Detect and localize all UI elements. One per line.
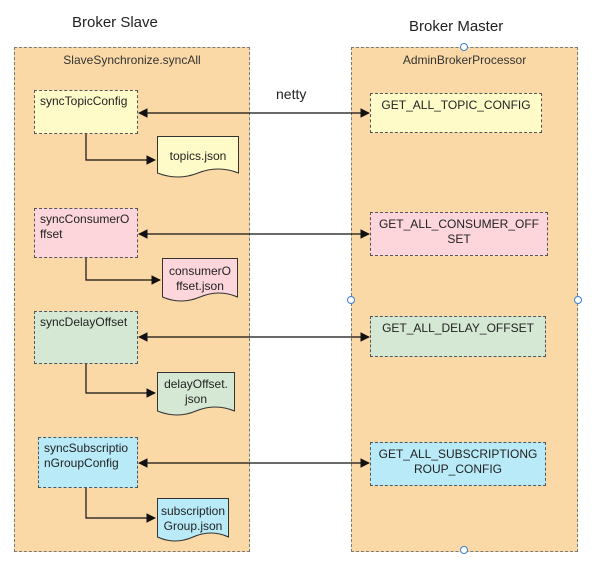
subscription-group-json-file[interactable]: subscriptionGroup.json xyxy=(157,498,229,544)
file-connector-delay xyxy=(85,364,156,398)
consumer-offset-json-label: consumerOffset.json xyxy=(168,264,232,293)
slave-panel-title: SlaveSynchronize.syncAll xyxy=(63,53,201,67)
sync-subscription-group-config-box[interactable]: syncSubscriptionGroupConfig xyxy=(38,437,138,488)
topics-json-label: topics.json xyxy=(169,149,227,163)
get-all-subscription-group-config-box[interactable]: GET_ALL_SUBSCRIPTIONGROUP_CONFIG xyxy=(370,442,546,486)
get-all-delay-offset-box[interactable]: GET_ALL_DELAY_OFFSET xyxy=(370,316,546,357)
selection-handle-top[interactable] xyxy=(460,43,468,51)
sync-delay-offset-box[interactable]: syncDelayOffset xyxy=(34,311,138,364)
broker-master-heading: Broker Master xyxy=(409,18,504,35)
master-panel-title: AdminBrokerProcessor xyxy=(402,53,527,67)
subscription-group-json-label: subscriptionGroup.json xyxy=(160,504,226,533)
consumer-offset-json-file[interactable]: consumerOffset.json xyxy=(162,258,238,304)
sync-consumer-offset-box[interactable]: syncConsumerOffset xyxy=(34,208,138,258)
selection-handle-bottom[interactable] xyxy=(460,546,468,554)
get-all-consumer-offset-box[interactable]: GET_ALL_CONSUMER_OFFSET xyxy=(370,212,548,256)
get-all-topic-config-box[interactable]: GET_ALL_TOPIC_CONFIG xyxy=(370,93,542,133)
sync-topic-config-box[interactable]: syncTopicConfig xyxy=(34,90,138,134)
netty-label: netty xyxy=(276,86,307,102)
delay-offset-json-label: delayOffset.json xyxy=(164,377,228,406)
delay-offset-json-file[interactable]: delayOffset.json xyxy=(157,372,235,418)
file-connector-consumer xyxy=(85,258,161,285)
topics-json-file[interactable]: topics.json xyxy=(157,136,239,180)
file-connector-subscription xyxy=(85,488,156,523)
broker-slave-heading: Broker Slave xyxy=(72,14,158,31)
selection-handle-left[interactable] xyxy=(347,296,355,304)
file-connector-topic xyxy=(85,134,156,165)
selection-handle-right[interactable] xyxy=(574,296,582,304)
